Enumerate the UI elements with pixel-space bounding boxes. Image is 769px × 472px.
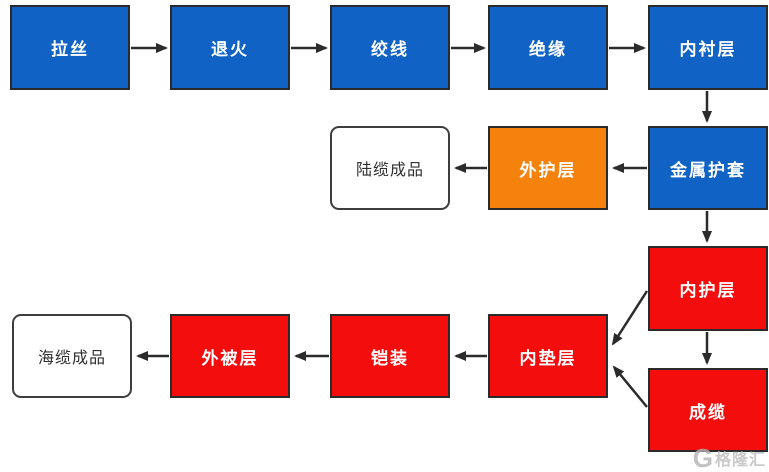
node-annealing-label: 退火 [211, 40, 249, 59]
arrow-inner-sheath-inner-cushion [611, 290, 649, 346]
watermark-logo-icon: G [692, 443, 713, 472]
watermark-text: 格隆汇 [714, 452, 766, 469]
node-armoring: 铠装 [330, 314, 450, 398]
node-annealing: 退火 [170, 5, 290, 90]
node-wire-drawing: 拉丝 [10, 5, 130, 90]
node-inner-lining-label: 内衬层 [679, 40, 737, 59]
node-metal-sheath: 金属护套 [648, 126, 768, 210]
node-outer-sheath-label: 外护层 [519, 160, 577, 180]
node-stranding: 绞线 [330, 5, 450, 90]
node-cabling-label: 成缆 [689, 402, 727, 422]
node-stranding-label: 绞线 [371, 40, 409, 59]
node-land-cable-product: 陆缆成品 [330, 126, 450, 210]
node-outer-sheath: 外护层 [488, 126, 608, 210]
node-cabling: 成缆 [648, 368, 768, 452]
node-sea-cable-product: 海缆成品 [12, 314, 132, 398]
node-insulation: 绝缘 [488, 5, 608, 90]
node-inner-cushion-label: 内垫层 [519, 348, 577, 368]
node-outer-covering-label: 外被层 [201, 348, 259, 368]
arrow-cabling-inner-cushion [612, 365, 648, 408]
node-sea-cable-product-label: 海缆成品 [37, 350, 106, 367]
node-inner-sheath: 内护层 [648, 246, 768, 331]
node-wire-drawing-label: 拉丝 [51, 40, 89, 59]
node-outer-covering: 外被层 [170, 314, 290, 398]
node-land-cable-product-label: 陆缆成品 [355, 162, 424, 179]
node-inner-sheath-label: 内护层 [679, 281, 737, 300]
node-armoring-label: 铠装 [371, 348, 409, 368]
node-inner-cushion: 内垫层 [488, 314, 608, 398]
node-inner-lining: 内衬层 [648, 5, 768, 90]
node-metal-sheath-label: 金属护套 [670, 160, 746, 180]
node-insulation-label: 绝缘 [529, 40, 567, 59]
watermark: G 格隆汇 [693, 445, 766, 471]
